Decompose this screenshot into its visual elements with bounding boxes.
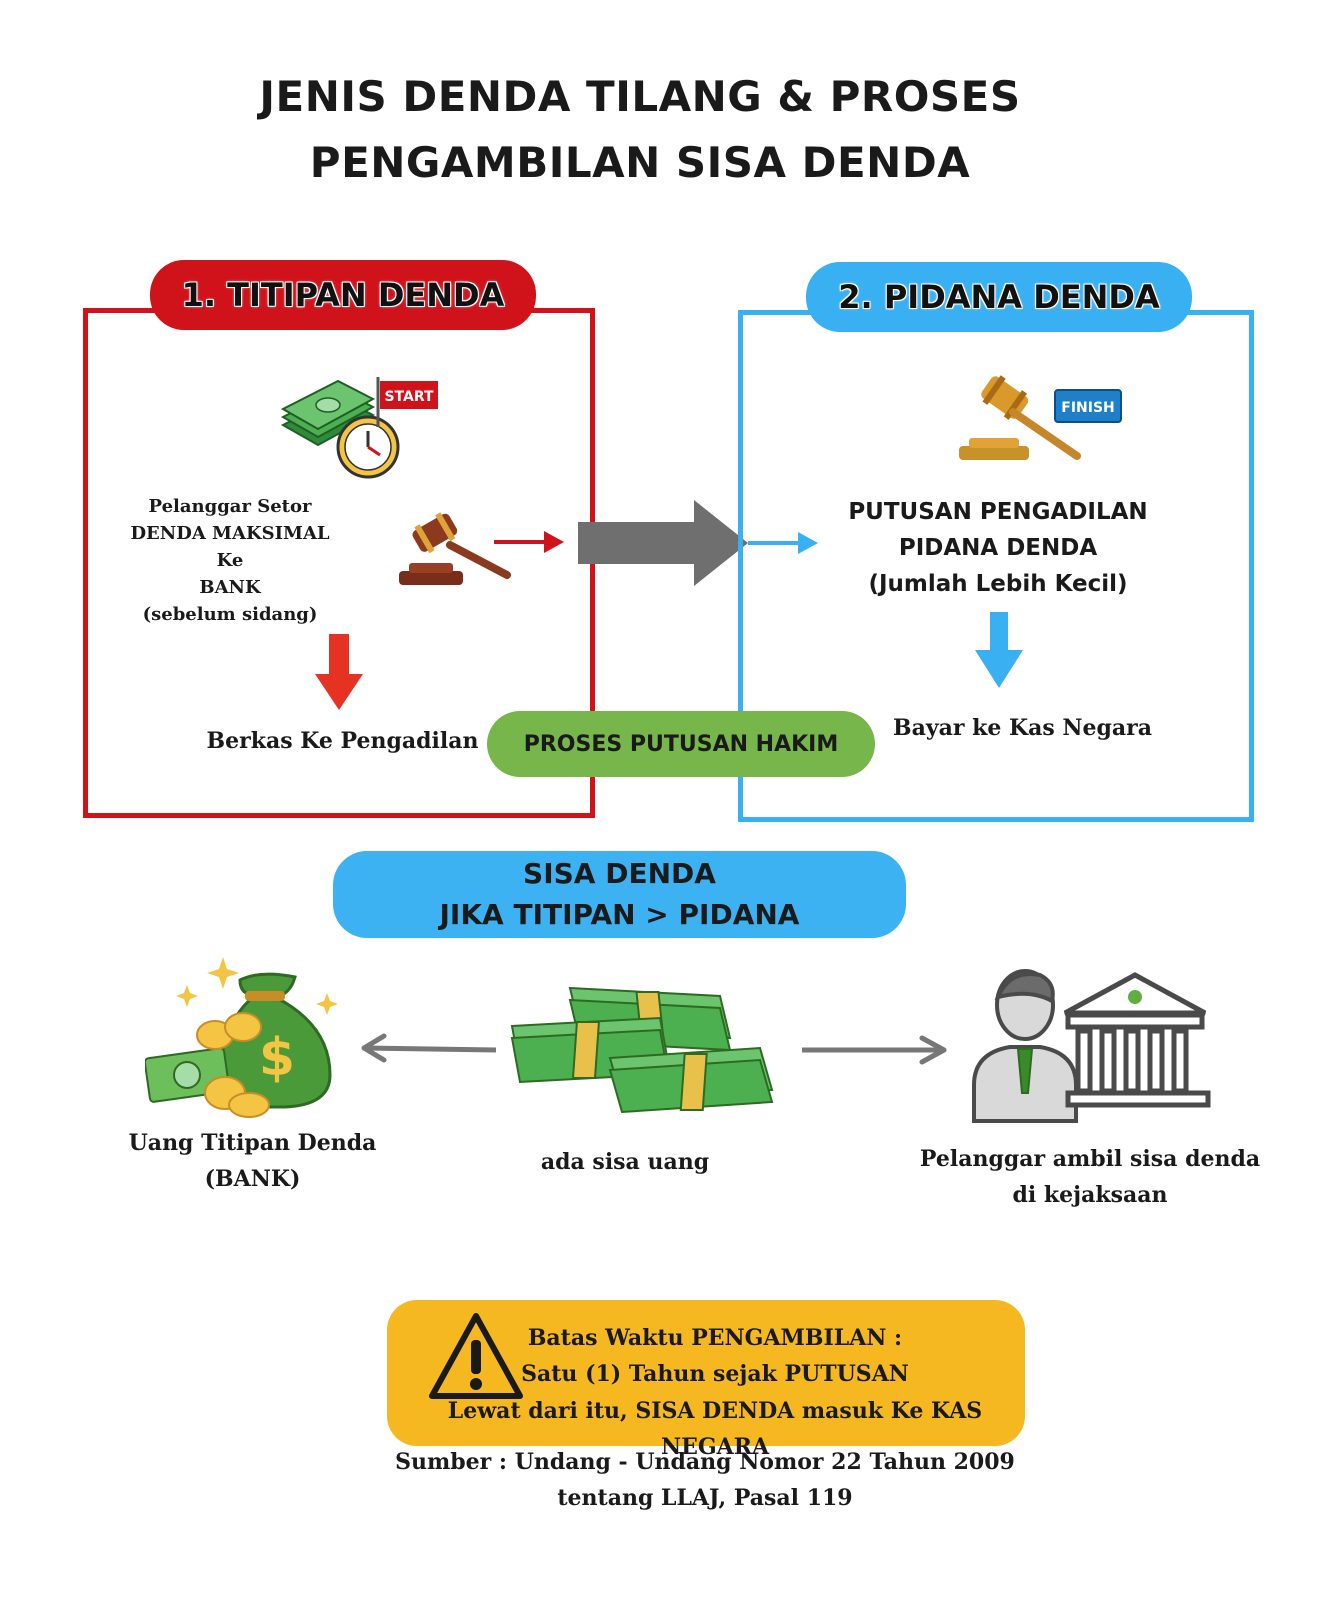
- uang-titipan-line: Uang Titipan Denda: [128, 1130, 377, 1156]
- bayar-ke-kas-negara-label: Bayar ke Kas Negara: [892, 715, 1153, 741]
- pidana-text-line: (Jumlah Lebih Kecil): [868, 571, 1128, 597]
- titipan-denda-description: Pelanggar Setor DENDA MAKSIMAL Ke BANK (…: [120, 493, 340, 628]
- titipan-text-line: BANK: [199, 577, 261, 598]
- sisa-denda-banner: SISA DENDA JIKA TITIPAN > PIDANA: [333, 851, 906, 938]
- government-building-icon: [1063, 972, 1211, 1108]
- finish-flag-label: FINISH: [1061, 400, 1115, 416]
- warning-line-3: Lewat dari itu, SISA DENDA masuk Ke KAS …: [447, 1398, 983, 1460]
- pelanggar-ambil-line: Pelanggar ambil sisa denda: [919, 1146, 1261, 1172]
- warning-triangle-icon: [429, 1313, 523, 1399]
- coins-icon: [196, 1012, 270, 1118]
- money-stack-icon: [280, 379, 376, 447]
- source-line-2: tentang LLAJ, Pasal 119: [557, 1485, 853, 1511]
- pelanggar-ambil-sisa-label: Pelanggar ambil sisa denda di kejaksaan: [915, 1143, 1265, 1211]
- titipan-text-line: Pelanggar Setor: [148, 496, 312, 517]
- warning-line-1: Batas Waktu PENGAMBILAN :: [527, 1325, 903, 1351]
- clock-icon: [336, 415, 400, 479]
- red-down-arrow-icon: [315, 634, 363, 710]
- gavel-icon: [399, 512, 511, 585]
- uang-titipan-denda-label: Uang Titipan Denda (BANK): [115, 1127, 390, 1195]
- red-right-arrow-icon: [494, 531, 564, 553]
- titipan-denda-heading: 1. TITIPAN DENDA: [150, 260, 536, 330]
- start-flag-label: START: [384, 389, 434, 405]
- person-icon: [972, 969, 1078, 1123]
- gray-right-arrow-icon: [802, 1035, 947, 1065]
- titipan-text-line: (sebelum sidang): [142, 604, 318, 625]
- warning-line-2: Satu (1) Tahun sejak PUTUSAN: [521, 1361, 909, 1387]
- sisa-denda-line-2: JIKA TITIPAN > PIDANA: [439, 897, 800, 931]
- pidana-denda-description: PUTUSAN PENGADILAN PIDANA DENDA (Jumlah …: [848, 494, 1148, 602]
- pidana-denda-heading: 2. PIDANA DENDA: [806, 262, 1192, 332]
- page-title-line-2: PENGAMBILAN SISA DENDA: [309, 138, 971, 187]
- pidana-text-line: PIDANA DENDA: [898, 535, 1098, 561]
- pelanggar-ambil-line: di kejaksaan: [1012, 1182, 1168, 1208]
- titipan-text-line: DENDA MAKSIMAL Ke: [130, 523, 330, 571]
- page-title-line-1: JENIS DENDA TILANG & PROSES: [259, 72, 1021, 121]
- person-kejaksaan-icon: [972, 969, 1211, 1123]
- money-bag-coins-icon: $: [145, 957, 338, 1118]
- proses-putusan-hakim-label: PROSES PUTUSAN HAKIM: [487, 711, 875, 777]
- money-clock-start-icon: START: [280, 377, 438, 479]
- svg-text:$: $: [259, 1028, 295, 1088]
- uang-titipan-line: (BANK): [204, 1166, 301, 1192]
- big-gray-right-arrow-icon: [578, 500, 748, 586]
- gavel-finish-icon: FINISH: [959, 375, 1122, 460]
- cash-bundles-icon: [510, 986, 774, 1114]
- sparkle-icon: [176, 957, 338, 1015]
- blue-right-arrow-icon: [748, 532, 818, 554]
- berkas-ke-pengadilan-label: Berkas Ke Pengadilan: [206, 728, 479, 754]
- money-bag-icon: $: [218, 972, 332, 1109]
- ada-sisa-uang-label: ada sisa uang: [540, 1149, 710, 1175]
- gray-left-arrow-icon: [361, 1033, 497, 1063]
- finish-flag-icon: [1054, 389, 1122, 423]
- blue-down-arrow-icon: [975, 612, 1023, 688]
- source-line-1: Sumber : Undang - Undang Nomor 22 Tahun …: [395, 1449, 1015, 1475]
- sisa-denda-line-1: SISA DENDA: [523, 856, 716, 890]
- pidana-text-line: PUTUSAN PENGADILAN: [848, 499, 1148, 525]
- start-flag-icon: [376, 377, 438, 427]
